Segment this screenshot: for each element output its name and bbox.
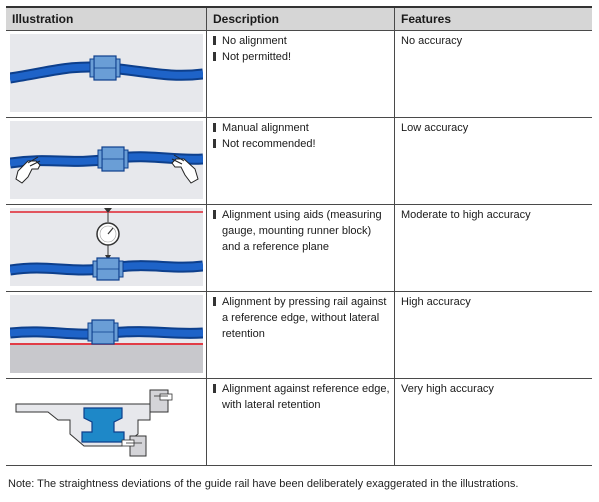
hand-left-icon xyxy=(15,156,41,184)
features-cell: Very high accuracy xyxy=(401,383,494,395)
description-line: Alignment using aids (measuring gauge, m… xyxy=(222,209,382,253)
illustration-cell xyxy=(6,118,207,204)
features-cell: Low accuracy xyxy=(401,122,469,134)
description-cell: Alignment against reference edge, with l… xyxy=(207,379,395,465)
illustration-reference-edge xyxy=(10,295,203,373)
illustration-cell xyxy=(6,292,207,378)
features-cell: Moderate to high accuracy xyxy=(401,209,531,221)
footnote: Note: The straightness deviations of the… xyxy=(8,478,519,490)
illustration-cell xyxy=(6,379,207,465)
table-row: Alignment against reference edge, with l… xyxy=(6,379,592,466)
description-line: No alignment xyxy=(222,35,287,47)
description-cell: Manual alignment Not recommended! xyxy=(207,118,395,204)
header-description: Description xyxy=(207,8,395,30)
description-cell: Alignment by pressing rail against a ref… xyxy=(207,292,395,378)
table-header: Illustration Description Features xyxy=(6,6,592,31)
illustration-manual-alignment xyxy=(10,121,203,199)
description-line: Alignment by pressing rail against a ref… xyxy=(222,296,387,340)
description-cell: Alignment using aids (measuring gauge, m… xyxy=(207,205,395,291)
illustration-cell xyxy=(6,205,207,291)
hand-right-icon xyxy=(171,154,199,184)
description-line: Not permitted! xyxy=(222,51,292,63)
features-cell: High accuracy xyxy=(401,296,471,308)
description-line: Alignment against reference edge, with l… xyxy=(222,383,390,411)
alignment-table: Illustration Description Features No ali… xyxy=(6,6,592,466)
table-row: No alignment Not permitted! No accuracy xyxy=(6,31,592,118)
illustration-lateral-retention xyxy=(10,382,203,460)
header-features: Features xyxy=(401,12,452,26)
features-cell: No accuracy xyxy=(401,35,463,47)
illustration-measuring-gauge xyxy=(10,208,203,286)
description-line: Not recommended! xyxy=(222,138,316,150)
description-cell: No alignment Not permitted! xyxy=(207,31,395,117)
table-row: Alignment by pressing rail against a ref… xyxy=(6,292,592,379)
table-row: Alignment using aids (measuring gauge, m… xyxy=(6,205,592,292)
illustration-cell xyxy=(6,31,207,117)
table-row: Manual alignment Not recommended! Low ac… xyxy=(6,118,592,205)
description-line: Manual alignment xyxy=(222,122,309,134)
header-illustration: Illustration xyxy=(6,8,207,30)
illustration-no-alignment xyxy=(10,34,203,112)
